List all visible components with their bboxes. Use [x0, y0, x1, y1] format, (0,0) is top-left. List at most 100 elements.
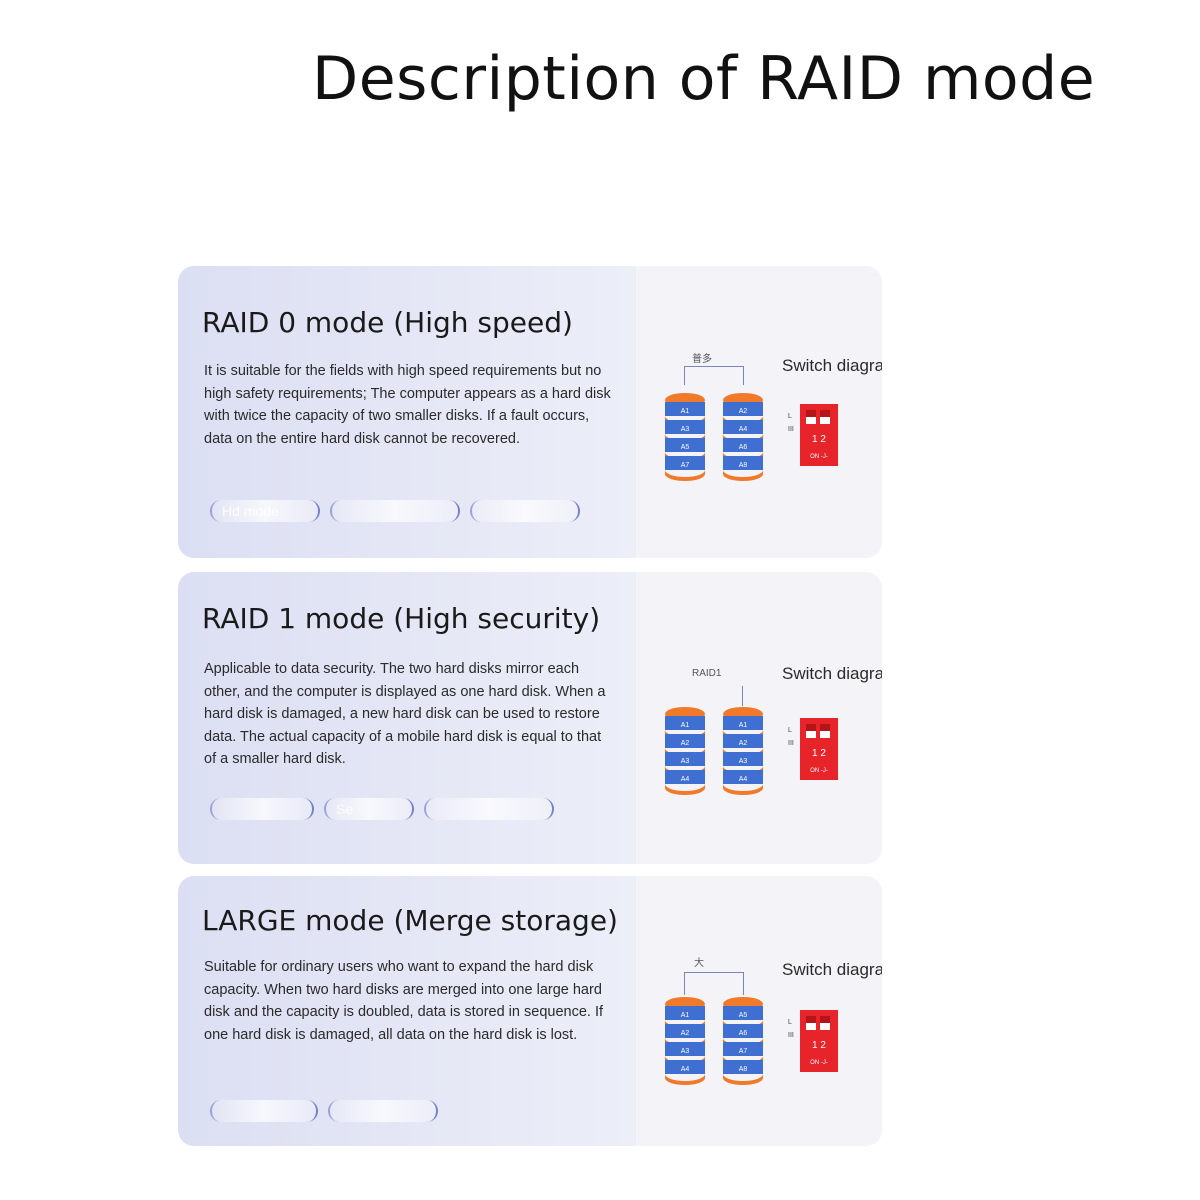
- dip-switch-icon: L III 1 2 ON -J-: [788, 718, 838, 780]
- mode-pill: Hd mode: [210, 500, 320, 522]
- disk-segment-label: A3: [739, 758, 748, 765]
- mode-description: Applicable to data security. The two har…: [204, 661, 606, 767]
- disk-segment-label: A5: [739, 1012, 748, 1019]
- disk-segment-label: A8: [739, 462, 748, 469]
- disk-segment-label: A2: [681, 1030, 690, 1037]
- diagram-bracket: [742, 686, 743, 706]
- disk-segment-label: A7: [739, 1048, 748, 1055]
- disk-separator: [723, 784, 763, 795]
- raid-mode-panel: LARGE mode (Merge storage)Suitable for o…: [178, 876, 882, 1146]
- disk-band: [665, 770, 705, 784]
- switch-toggle-1: [806, 410, 816, 417]
- disk-segment-label: A1: [681, 1012, 690, 1019]
- diagram-top-label: 普多: [692, 354, 712, 365]
- diagram-bracket: [684, 972, 744, 995]
- disk-segment-label: A2: [739, 740, 748, 747]
- switch-numbers: 1 2: [812, 434, 826, 445]
- mode-pill: [424, 798, 554, 820]
- disk-segment-label: A3: [681, 1048, 690, 1055]
- disk-band: [665, 1006, 705, 1020]
- disk-separator: [723, 470, 763, 481]
- switch-side-top: L: [788, 1019, 792, 1026]
- switch-toggle-1: [806, 724, 816, 731]
- switch-numbers: 1 2: [812, 1040, 826, 1051]
- mode-pill: [330, 500, 460, 522]
- disk-band: [723, 734, 763, 748]
- diagram-top-label: RAID1: [692, 668, 722, 679]
- mode-description: It is suitable for the fields with high …: [204, 363, 611, 447]
- disk-segment-label: A1: [681, 722, 690, 729]
- raid-mode-panel: RAID 1 mode (High security)Applicable to…: [178, 572, 882, 864]
- switch-toggle-1: [806, 1016, 816, 1023]
- disk-band: [723, 1060, 763, 1074]
- disk-band: [723, 1042, 763, 1056]
- disk-segment-label: A8: [739, 1066, 748, 1073]
- mode-pill-row: [210, 1100, 438, 1122]
- disk-band: [665, 734, 705, 748]
- disk-band: [723, 456, 763, 470]
- switch-toggle-2: [820, 410, 830, 417]
- switch-side-bottom: III: [788, 740, 794, 747]
- mode-pill: [210, 1100, 318, 1122]
- switch-side-top: L: [788, 727, 792, 734]
- disk-band: [723, 1006, 763, 1020]
- disk-band: [665, 752, 705, 766]
- disk-band: [665, 420, 705, 434]
- panel-text-area: RAID 0 mode (High speed) It is suitable f…: [178, 266, 636, 558]
- disk-band: [723, 438, 763, 452]
- disk-segment-label: A4: [739, 426, 748, 433]
- disk-separator: [665, 784, 705, 795]
- switch-side-bottom: III: [788, 1032, 794, 1039]
- raid-mode-panel: RAID 0 mode (High speed) It is suitable f…: [178, 266, 882, 558]
- disk-segment-label: A1: [739, 722, 748, 729]
- mode-pill: Se: [324, 798, 414, 820]
- disk-band: [723, 752, 763, 766]
- disk-band: [723, 402, 763, 416]
- disk-segment-label: A3: [681, 758, 690, 765]
- disk-segment-label: A2: [681, 740, 690, 747]
- mode-title: LARGE mode (Merge storage): [202, 904, 618, 937]
- disk-band: [723, 716, 763, 730]
- disk-segment-label: A2: [739, 408, 748, 415]
- switch-on-label: ON -J-: [810, 768, 828, 774]
- disk-band: [665, 716, 705, 730]
- switch-side-top: L: [788, 413, 792, 420]
- diagram-bracket: [684, 366, 744, 385]
- switch-diagram-label: Switch diagram: [782, 356, 882, 375]
- disk-segment-label: A4: [681, 1066, 690, 1073]
- disk-band: [665, 1060, 705, 1074]
- disk-band: [665, 1042, 705, 1056]
- panel-text-area: RAID 1 mode (High security)Applicable to…: [178, 572, 636, 864]
- mode-pill: [470, 500, 580, 522]
- disk-band: [665, 402, 705, 416]
- switch-diagram-label: Switch diagram: [782, 960, 882, 979]
- disk-band: [723, 770, 763, 784]
- disk-segment-label: A6: [739, 444, 748, 451]
- disk-band: [723, 420, 763, 434]
- switch-toggle-2: [820, 1016, 830, 1023]
- disk-segment-label: A5: [681, 444, 690, 451]
- dip-switch-icon: L III 1 2 ON -J-: [788, 404, 838, 466]
- switch-on-label: ON -J-: [810, 454, 828, 460]
- switch-side-bottom: III: [788, 426, 794, 433]
- mode-pill: [210, 798, 314, 820]
- disk-band: [665, 1024, 705, 1038]
- disk-separator: [665, 470, 705, 481]
- page-title: Description of RAID mode: [312, 44, 1096, 114]
- mode-title: RAID 0 mode (High speed): [202, 306, 573, 339]
- diagram-top-label: 大: [694, 958, 704, 969]
- disk-segment-label: A1: [681, 408, 690, 415]
- disk-separator: [665, 1074, 705, 1085]
- disk-segment-label: A7: [681, 462, 690, 469]
- switch-numbers: 1 2: [812, 748, 826, 759]
